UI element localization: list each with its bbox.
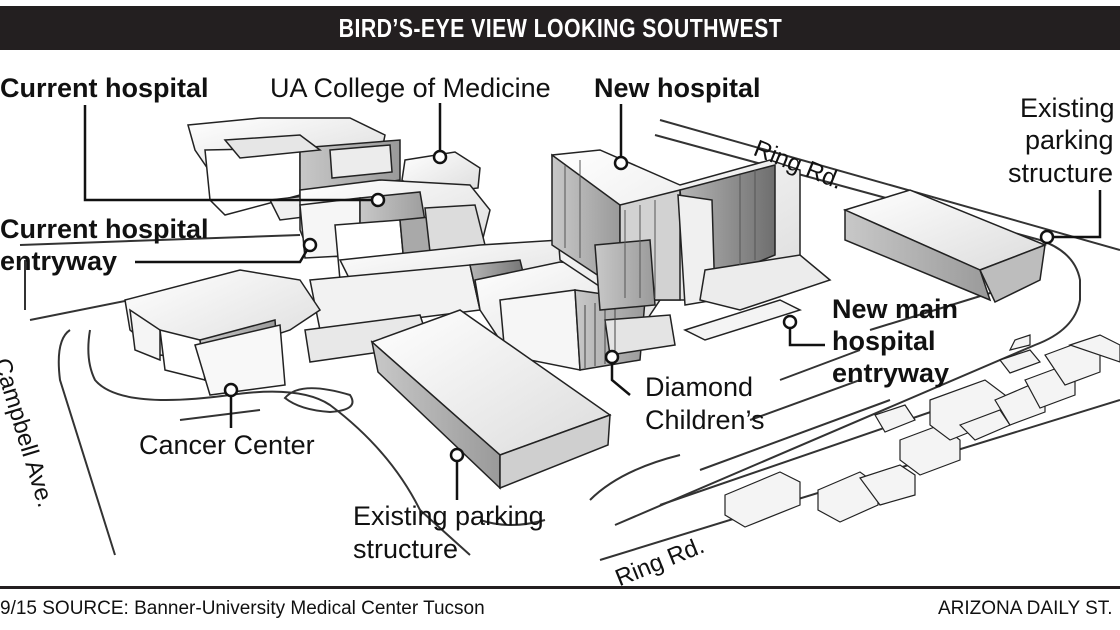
label-diamond-childrens-1: Diamond: [645, 372, 754, 402]
new-hospital-building: [551, 149, 832, 341]
current-hospital-buildings: [299, 179, 602, 363]
title-banner: BIRD’S-EYE VIEW LOOKING SOUTHWEST: [0, 6, 1120, 50]
cancer-center-buildings: [124, 269, 322, 396]
label-new-hospital: New hospital: [594, 73, 761, 103]
leader-dots: [223, 149, 1055, 463]
label-cancer-center: Cancer Center: [139, 430, 315, 460]
label-existing-parking-right-1: Existing: [1020, 93, 1115, 123]
label-existing-parking-bottom-2: structure: [353, 534, 459, 564]
footer-rule: [0, 586, 1120, 589]
label-new-main-entryway-3: entryway: [832, 358, 950, 388]
campus-illustration: [19, 103, 1120, 561]
parking-structure-bottom: [370, 309, 612, 490]
label-new-main-entryway-2: hospital: [832, 326, 936, 356]
small-buildings: [724, 334, 1120, 528]
label-existing-parking-bottom-1: Existing parking: [353, 501, 544, 531]
label-current-entryway-1: Current hospital: [0, 214, 209, 244]
footer-credit: ARIZONA DAILY ST.: [938, 598, 1113, 619]
label-current-entryway-2: entryway: [0, 246, 118, 276]
label-diamond-childrens-2: Children’s: [645, 405, 765, 435]
label-ua-college-of-medicine: UA College of Medicine: [270, 73, 551, 103]
label-existing-parking-right-2: parking: [1025, 125, 1114, 155]
footer-source: 9/15 SOURCE: Banner-University Medical C…: [0, 598, 485, 619]
label-current-hospital: Current hospital: [0, 73, 209, 103]
parking-structure-right: [842, 189, 1048, 304]
label-existing-parking-right-3: structure: [1008, 158, 1114, 188]
banner-title: BIRD’S-EYE VIEW LOOKING SOUTHWEST: [338, 12, 782, 43]
label-new-main-entryway-1: New main: [832, 294, 959, 324]
